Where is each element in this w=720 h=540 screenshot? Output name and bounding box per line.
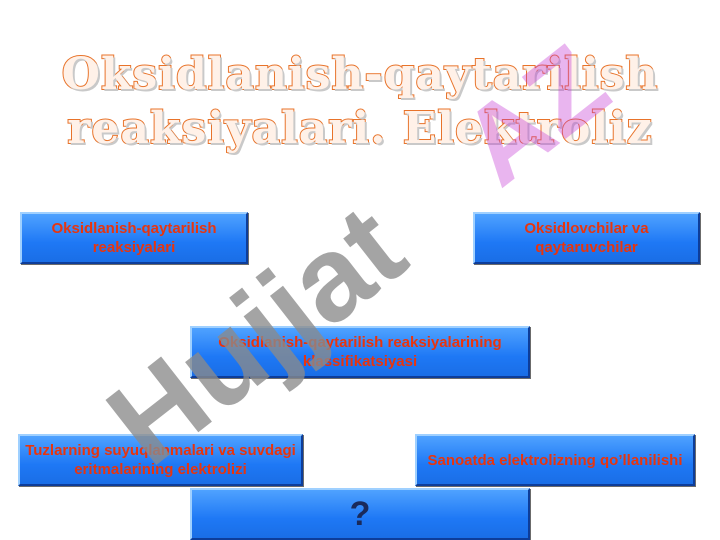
slide-title: Oksidlanish-qaytarilish reaksiyalari. El… xyxy=(0,48,720,156)
oxidizers-reducers-label: Oksidlovchilar va qaytaruvchilar xyxy=(524,220,649,256)
question-mark-icon: ? xyxy=(349,494,371,533)
oxidizers-reducers-button[interactable]: Oksidlovchilar va qaytaruvchilar xyxy=(473,212,700,264)
classification-label: Oksidlanish-qaytarilish reaksiyalarining… xyxy=(218,334,502,370)
electrolysis-melts-button[interactable]: Tuzlarning suyuqlanmalari va suvdagi eri… xyxy=(18,434,303,486)
redox-reactions-button[interactable]: Oksidlanish-qaytarilish reaksiyalari xyxy=(20,212,248,264)
classification-button[interactable]: Oksidlanish-qaytarilish reaksiyalarining… xyxy=(190,326,530,378)
question-button[interactable]: ? xyxy=(190,488,530,540)
electrolysis-melts-label: Tuzlarning suyuqlanmalari va suvdagi eri… xyxy=(25,442,296,478)
slide-title-line2: reaksiyalari. Elektroliz xyxy=(66,102,653,155)
slide-title-line1: Oksidlanish-qaytarilish xyxy=(61,48,659,101)
redox-reactions-label: Oksidlanish-qaytarilish reaksiyalari xyxy=(51,220,217,256)
industry-electrolysis-label: Sanoatda elektrolizning qo’llanilishi xyxy=(427,451,683,469)
industry-electrolysis-button[interactable]: Sanoatda elektrolizning qo’llanilishi xyxy=(415,434,695,486)
